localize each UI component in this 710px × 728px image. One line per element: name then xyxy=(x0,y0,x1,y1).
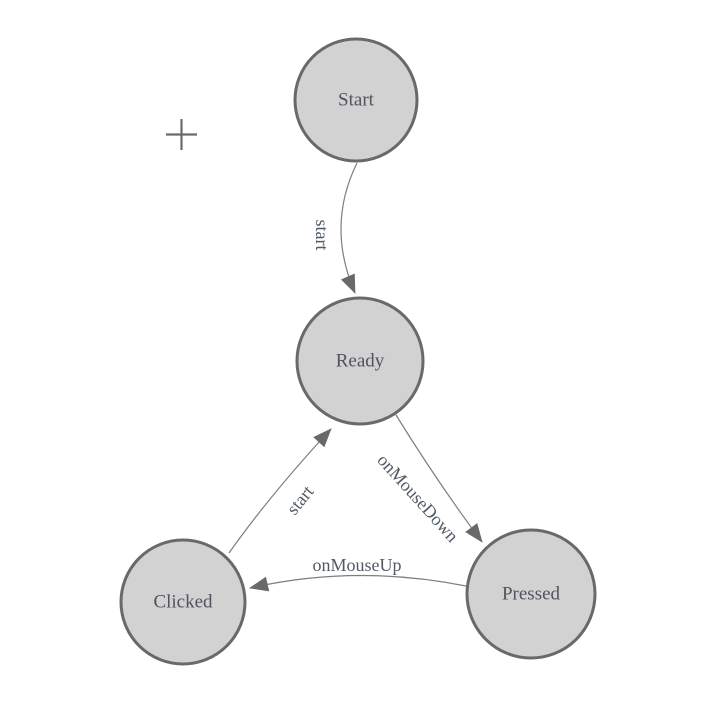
edge-label-start-2: start xyxy=(282,482,317,519)
node-start-circle[interactable] xyxy=(293,37,419,163)
edge-label-onmouseup: onMouseUp xyxy=(313,555,402,575)
edge-start-to-ready[interactable]: start xyxy=(312,162,358,294)
edge-line[interactable] xyxy=(340,162,358,294)
edge-pressed-to-clicked[interactable]: onMouseUp xyxy=(249,555,467,592)
node-clicked-circle[interactable] xyxy=(119,538,247,666)
node-start[interactable]: Start xyxy=(293,37,419,163)
edge-label-start-1: start xyxy=(312,220,332,251)
node-ready-label: Ready xyxy=(336,351,385,372)
origin-crosshair-icon xyxy=(166,119,197,150)
node-start-label: Start xyxy=(338,90,375,111)
edge-clicked-to-ready[interactable]: start xyxy=(228,428,332,554)
edge-ready-to-pressed[interactable]: onMouseDown xyxy=(373,414,483,546)
edge-line[interactable] xyxy=(249,574,467,592)
node-pressed-circle[interactable] xyxy=(465,528,597,660)
node-clicked-label: Clicked xyxy=(153,592,213,613)
node-pressed[interactable]: Pressed xyxy=(465,528,597,660)
node-ready[interactable]: Ready xyxy=(295,296,425,426)
edge-line[interactable] xyxy=(228,428,332,554)
node-pressed-label: Pressed xyxy=(502,584,561,605)
node-clicked[interactable]: Clicked xyxy=(119,538,247,666)
edge-line[interactable] xyxy=(395,414,483,543)
edge-label-onmousedown: onMouseDown xyxy=(373,450,462,546)
node-ready-circle[interactable] xyxy=(295,296,425,426)
